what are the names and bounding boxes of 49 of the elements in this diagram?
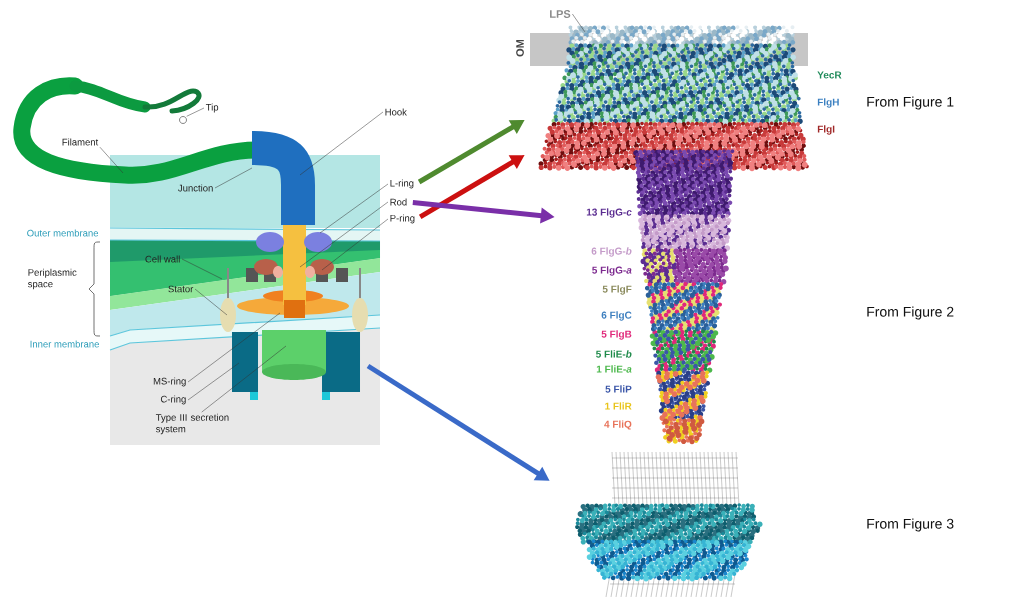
part-label: LPS — [550, 10, 571, 18]
part-label: L-ring — [390, 179, 414, 189]
structure-label: 13 FlgG-c — [586, 208, 632, 218]
part-label: Outer membrane — [27, 229, 99, 237]
structure-label: 5 FlgB — [601, 330, 632, 340]
leader-line — [194, 288, 228, 316]
structure-label: 5 FlgF — [602, 285, 632, 295]
part-label: C-ring — [160, 395, 186, 405]
structure-label: 6 FlgC — [601, 311, 632, 321]
part-label: Hook — [385, 108, 407, 116]
protein-density-drawing — [530, 25, 809, 172]
part-label: Tip — [205, 103, 219, 113]
protein-density-drawing — [633, 149, 735, 445]
part-label: Periplasmic space — [28, 268, 77, 290]
figure-reference: From Figure 3 — [867, 518, 954, 532]
leader-line — [214, 167, 253, 189]
leader-line — [187, 312, 281, 383]
leader-line — [181, 258, 223, 280]
leader-line — [299, 111, 384, 176]
part-label: Cell wall — [145, 255, 180, 263]
structure-label: FlgI — [817, 125, 835, 135]
part-label: MS-ring — [153, 377, 186, 387]
leader-line — [201, 345, 287, 413]
figure-reference: From Figure 2 — [867, 306, 954, 320]
structure-label: 1 FliR — [605, 402, 632, 410]
structure-label: 5 FliE-b — [596, 350, 632, 358]
leader-line — [572, 13, 586, 33]
part-label: Stator — [168, 285, 194, 293]
structure-label: 1 FliE-a — [596, 365, 632, 373]
structure-label: FlgH — [817, 98, 839, 108]
part-label: Inner membrane — [30, 340, 99, 348]
leader-line — [321, 218, 389, 271]
structure-label: OM — [516, 39, 524, 57]
figure-reference: From Figure 1 — [867, 96, 954, 110]
protein-density-drawing — [575, 451, 763, 598]
part-label: P-ring — [390, 214, 415, 224]
part-label: Junction — [178, 184, 213, 192]
part-label: Type III secretion system — [155, 413, 229, 435]
structure-label: YecR — [817, 71, 842, 79]
part-label: Rod — [390, 198, 407, 206]
leader-line — [187, 362, 240, 401]
structure-label: 5 FlgG-a — [592, 266, 632, 276]
leader-line — [299, 201, 389, 268]
part-label: Filament — [62, 138, 99, 146]
structure-label: 6 FlgG-b — [591, 247, 632, 257]
leader-line — [319, 183, 389, 234]
structure-label: 4 FliQ — [604, 420, 632, 430]
structure-label: 5 FliP — [605, 385, 632, 393]
leader-line — [186, 107, 205, 117]
